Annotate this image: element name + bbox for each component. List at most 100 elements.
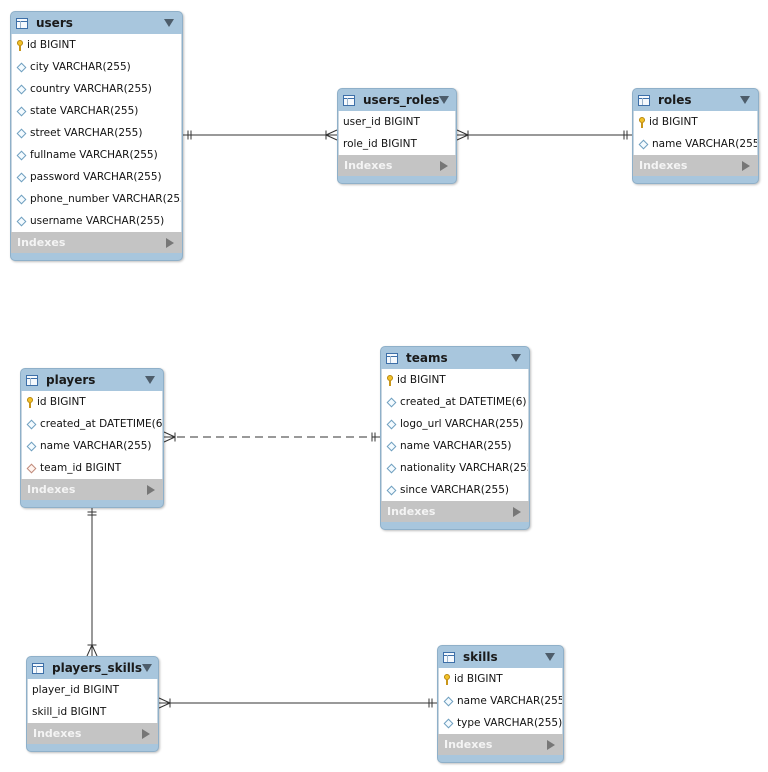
column-diamond-icon [16, 128, 27, 138]
column-label: phone_number VARCHAR(255) [30, 193, 181, 205]
column-row[interactable]: team_id BIGINT [22, 457, 162, 479]
expand-icon[interactable] [513, 506, 521, 517]
indexes-section[interactable]: Indexes [438, 734, 563, 755]
column-row[interactable]: city VARCHAR(255) [12, 56, 181, 78]
column-row[interactable]: nationality VARCHAR(255) [382, 457, 528, 479]
table-icon [26, 374, 38, 386]
table-icon [443, 651, 455, 663]
column-row[interactable]: id BIGINT [12, 34, 181, 56]
column-row[interactable]: state VARCHAR(255) [12, 100, 181, 122]
column-row[interactable]: name VARCHAR(255) [634, 133, 757, 155]
entity-skills[interactable]: skills id BIGINT name VARCHAR(255) type VAR… [437, 645, 564, 763]
entity-footer [11, 253, 182, 260]
table-icon [343, 94, 355, 106]
column-label: created_at DATETIME(6) [40, 418, 162, 430]
expand-icon[interactable] [440, 160, 448, 171]
relationship-players-players-skills [86, 507, 98, 657]
indexes-section[interactable]: Indexes [21, 479, 163, 500]
column-label: nationality VARCHAR(255) [400, 462, 528, 474]
column-row[interactable]: id BIGINT [439, 668, 562, 690]
indexes-label: Indexes [17, 236, 66, 249]
column-row[interactable]: type VARCHAR(255) [439, 712, 562, 734]
column-list: id BIGINT name VARCHAR(255) type VARCHAR(2… [438, 668, 563, 734]
entity-header[interactable]: players [21, 369, 163, 391]
entity-header[interactable]: roles [633, 89, 758, 111]
entity-header[interactable]: skills [438, 646, 563, 668]
expand-icon[interactable] [742, 160, 750, 171]
relationship-users-users-roles [183, 129, 338, 141]
expand-icon[interactable] [147, 484, 155, 495]
column-row[interactable]: user_id BIGINT [339, 111, 455, 133]
collapse-icon[interactable] [439, 96, 450, 104]
column-list: id BIGINT city VARCHAR(255) country VARCHA… [11, 34, 182, 232]
entity-name: users [36, 16, 73, 30]
collapse-icon[interactable] [164, 19, 174, 27]
collapse-icon[interactable] [740, 96, 750, 104]
column-diamond-icon [386, 485, 397, 495]
entity-players[interactable]: players id BIGINT created_at DATETIME(6) na… [20, 368, 164, 508]
entity-footer [438, 755, 563, 762]
entity-header[interactable]: users_roles [338, 89, 456, 111]
indexes-section[interactable]: Indexes [338, 155, 456, 176]
indexes-label: Indexes [387, 505, 436, 518]
column-label: fullname VARCHAR(255) [30, 149, 158, 161]
entity-name: players_skills [52, 661, 143, 675]
collapse-icon[interactable] [545, 653, 555, 661]
column-diamond-icon [386, 463, 397, 473]
column-row[interactable]: id BIGINT [382, 369, 528, 391]
table-icon [32, 662, 44, 674]
primary-key-icon [638, 116, 645, 128]
expand-icon[interactable] [547, 739, 555, 750]
column-row[interactable]: fullname VARCHAR(255) [12, 144, 181, 166]
column-row[interactable]: created_at DATETIME(6) [22, 413, 162, 435]
indexes-section[interactable]: Indexes [27, 723, 158, 744]
column-row[interactable]: id BIGINT [22, 391, 162, 413]
indexes-section[interactable]: Indexes [633, 155, 758, 176]
column-label: since VARCHAR(255) [400, 484, 510, 496]
column-label: logo_url VARCHAR(255) [400, 418, 524, 430]
column-diamond-icon [16, 106, 27, 116]
column-row[interactable]: password VARCHAR(255) [12, 166, 181, 188]
entity-footer [381, 522, 529, 529]
entity-header[interactable]: users [11, 12, 182, 34]
indexes-section[interactable]: Indexes [381, 501, 529, 522]
column-label: name VARCHAR(255) [457, 695, 562, 707]
column-label: id BIGINT [454, 673, 503, 685]
entity-users[interactable]: users id BIGINT city VARCHAR(255) country V… [10, 11, 183, 261]
column-row[interactable]: since VARCHAR(255) [382, 479, 528, 501]
expand-icon[interactable] [142, 728, 150, 739]
indexes-label: Indexes [33, 727, 82, 740]
primary-key-icon [26, 396, 33, 408]
column-diamond-icon [16, 62, 27, 72]
column-row[interactable]: name VARCHAR(255) [22, 435, 162, 457]
column-row[interactable]: phone_number VARCHAR(255) [12, 188, 181, 210]
column-row[interactable]: role_id BIGINT [339, 133, 455, 155]
collapse-icon[interactable] [511, 354, 521, 362]
column-row[interactable]: logo_url VARCHAR(255) [382, 413, 528, 435]
entity-name: skills [463, 650, 498, 664]
entity-header[interactable]: teams [381, 347, 529, 369]
column-row[interactable]: name VARCHAR(255) [439, 690, 562, 712]
collapse-icon[interactable] [142, 664, 153, 672]
indexes-section[interactable]: Indexes [11, 232, 182, 253]
indexes-label: Indexes [639, 159, 688, 172]
column-row[interactable]: skill_id BIGINT [28, 701, 157, 723]
collapse-icon[interactable] [145, 376, 155, 384]
column-label: id BIGINT [37, 396, 86, 408]
column-row[interactable]: created_at DATETIME(6) [382, 391, 528, 413]
column-row[interactable]: id BIGINT [634, 111, 757, 133]
column-row[interactable]: country VARCHAR(255) [12, 78, 181, 100]
column-row[interactable]: name VARCHAR(255) [382, 435, 528, 457]
column-row[interactable]: street VARCHAR(255) [12, 122, 181, 144]
column-label: city VARCHAR(255) [30, 61, 131, 73]
entity-name: roles [658, 93, 692, 107]
column-row[interactable]: username VARCHAR(255) [12, 210, 181, 232]
entity-header[interactable]: players_skills [27, 657, 158, 679]
expand-icon[interactable] [166, 237, 174, 248]
column-row[interactable]: player_id BIGINT [28, 679, 157, 701]
